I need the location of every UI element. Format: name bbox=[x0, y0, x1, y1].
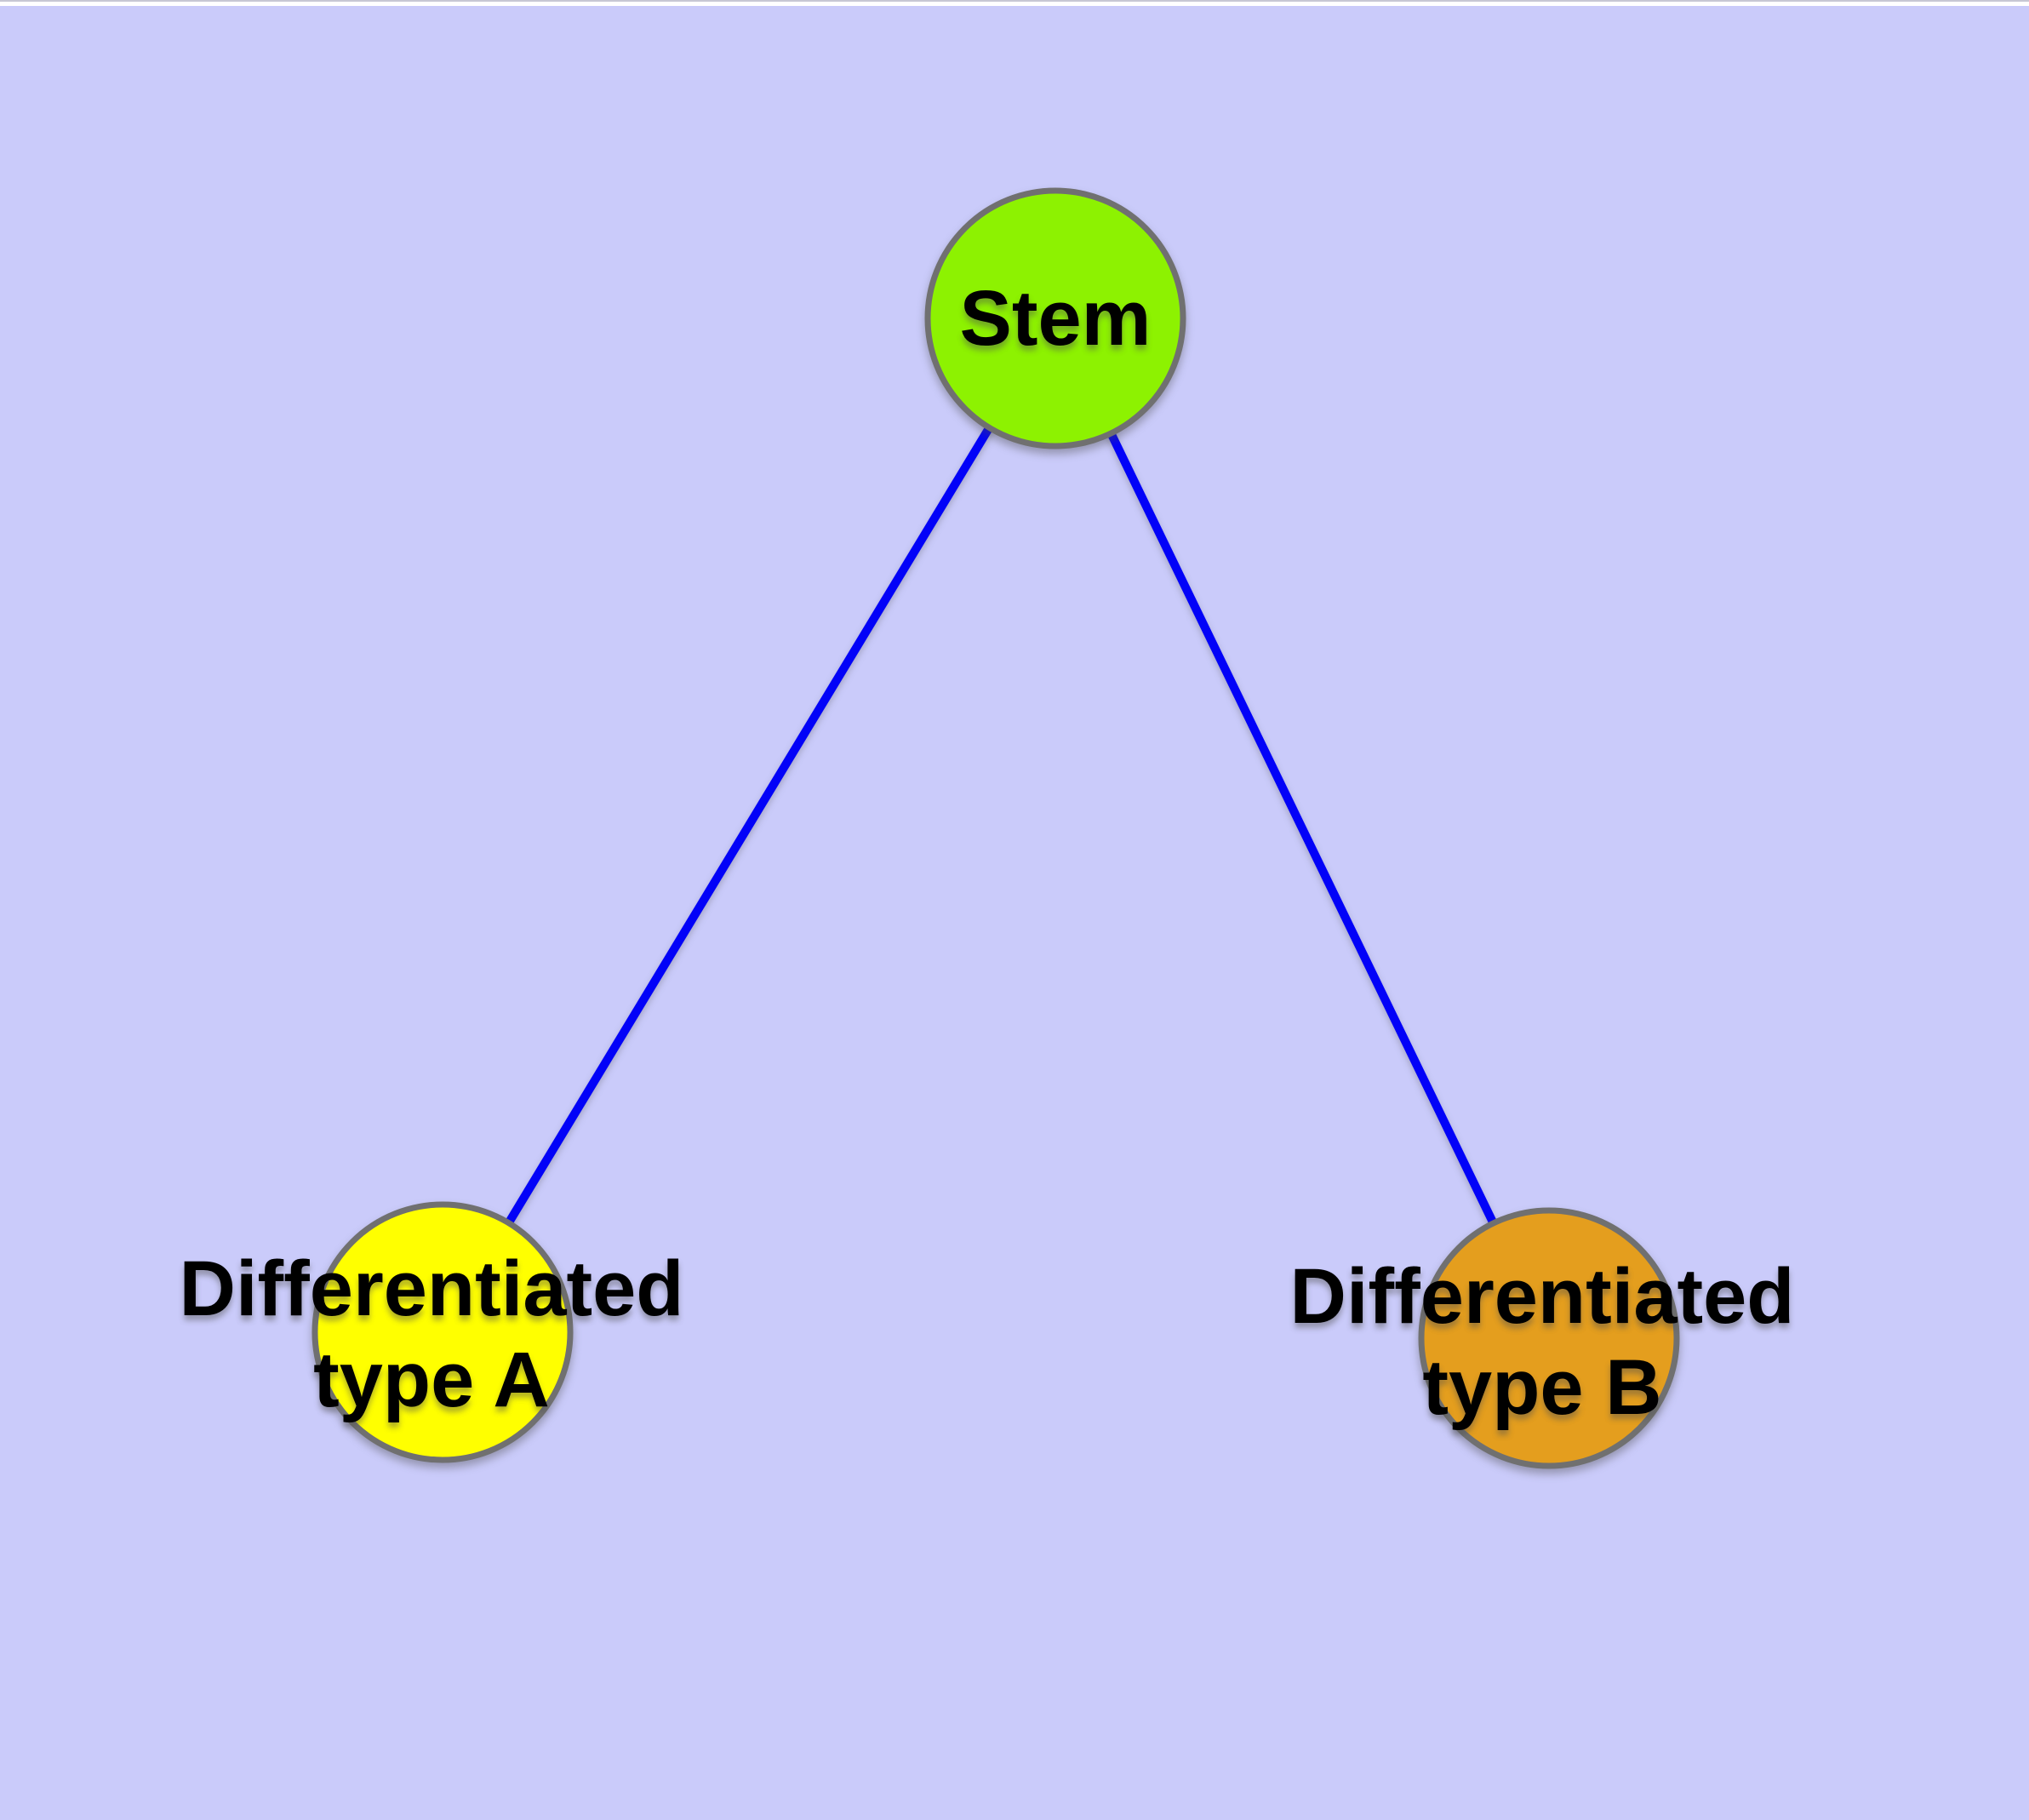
edge-stem-to-type-b bbox=[1051, 316, 1553, 1341]
node-type-a-circle bbox=[311, 1201, 574, 1463]
node-type-b-circle bbox=[1418, 1207, 1680, 1469]
top-edge-hairline bbox=[0, 0, 2029, 2]
node-stem-circle bbox=[924, 187, 1186, 449]
edge-stem-to-type-a bbox=[438, 316, 1060, 1335]
